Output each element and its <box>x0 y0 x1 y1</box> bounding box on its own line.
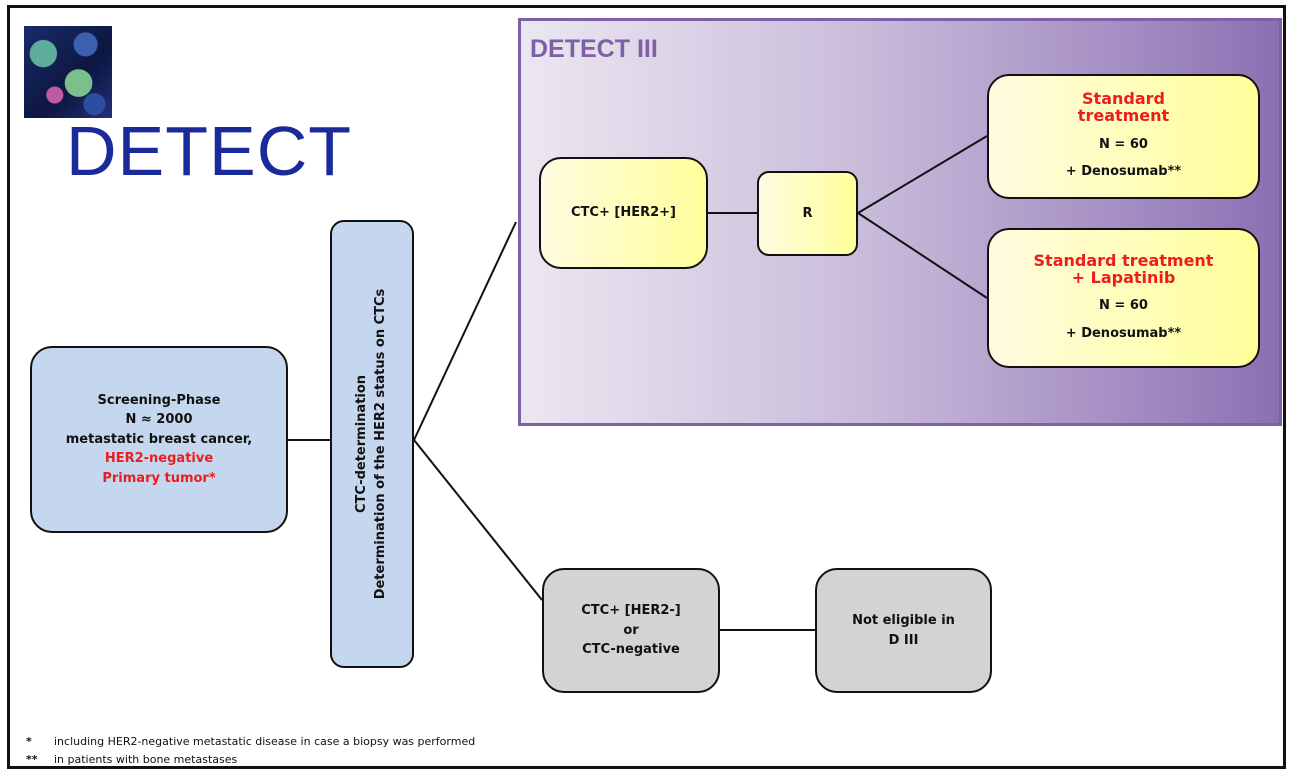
connector-r-to-arm1 <box>857 135 988 214</box>
primary-tumor-label: Primary tumor* <box>102 470 216 486</box>
footnote-1-mark: * <box>26 735 32 748</box>
her2-negative-label: HER2-negative <box>104 451 214 467</box>
arm1-addon-label: + Denosumab** <box>1065 164 1182 180</box>
ctc-her2-negative-label: CTC+ [HER2-] <box>581 603 681 619</box>
detect-logo: DETECT <box>66 112 352 190</box>
arm1-title-line2: treatment <box>1077 106 1170 125</box>
footnote-2-text: in patients with bone metastases <box>54 752 238 766</box>
ctc-determination-box: CTC-determination Determination of the H… <box>330 220 414 668</box>
randomization-box: R <box>757 171 858 256</box>
ctc-positive-her2-positive-label: CTC+ [HER2+] <box>571 205 676 221</box>
footnote-2: ** in patients with bone metastases <box>26 751 475 769</box>
detect3-title: DETECT III <box>530 35 658 63</box>
arm2-title-line2: + Lapatinib <box>1071 267 1176 287</box>
connector-determination-to-detect3 <box>413 221 517 441</box>
d3-label: D III <box>888 632 919 648</box>
arm2-n-label: N = 60 <box>1099 298 1148 314</box>
connector-r-to-arm2 <box>857 212 988 299</box>
footnote-1: * including HER2-negative metastatic dise… <box>26 733 475 751</box>
ctc-determination-label: CTC-determination <box>354 374 370 514</box>
her2-status-determination-label: Determination of the HER2 status on CTCs <box>373 288 388 600</box>
arm1-box: Standard treatment N = 60 + Denosumab** <box>987 74 1260 199</box>
arm1-n-label: N = 60 <box>1099 136 1148 152</box>
arm1-title: Standard treatment <box>1077 89 1170 125</box>
connector-determination-to-ctc-neg <box>413 439 543 601</box>
not-eligible-label: Not eligible in <box>852 613 955 628</box>
screening-phase-label: Screening-Phase <box>97 392 221 408</box>
arm2-box: Standard treatment + Lapatinib N = 60 + … <box>987 228 1260 368</box>
footnote-2-mark: ** <box>26 752 38 766</box>
screening-n-label: N ≈ 2000 <box>125 412 193 428</box>
ctc-negative-box: CTC+ [HER2-] or CTC-negative <box>542 568 720 693</box>
arm2-addon-label: + Denosumab** <box>1065 325 1182 341</box>
arm1-title-line1: Standard <box>1082 89 1165 109</box>
footnote-1-text: including HER2-negative metastatic disea… <box>54 735 476 748</box>
screening-phase-box: Screening-Phase N ≈ 2000 metastatic brea… <box>30 346 288 533</box>
footnotes: * including HER2-negative metastatic dise… <box>26 733 475 768</box>
or-label: or <box>623 622 639 638</box>
arm2-title-line1: Standard treatment <box>1033 250 1214 270</box>
ctc-negative-label: CTC-negative <box>582 642 680 658</box>
ctc-positive-her2-positive-box: CTC+ [HER2+] <box>539 157 708 269</box>
randomization-label: R <box>802 205 813 221</box>
screening-population-label: metastatic breast cancer, <box>65 431 253 447</box>
not-eligible-box: Not eligible in D III <box>815 568 992 693</box>
ctc-determination-text: CTC-determination Determination of the H… <box>353 224 391 664</box>
arm2-title: Standard treatment + Lapatinib <box>1033 250 1214 287</box>
cell-microscopy-image <box>24 26 112 118</box>
